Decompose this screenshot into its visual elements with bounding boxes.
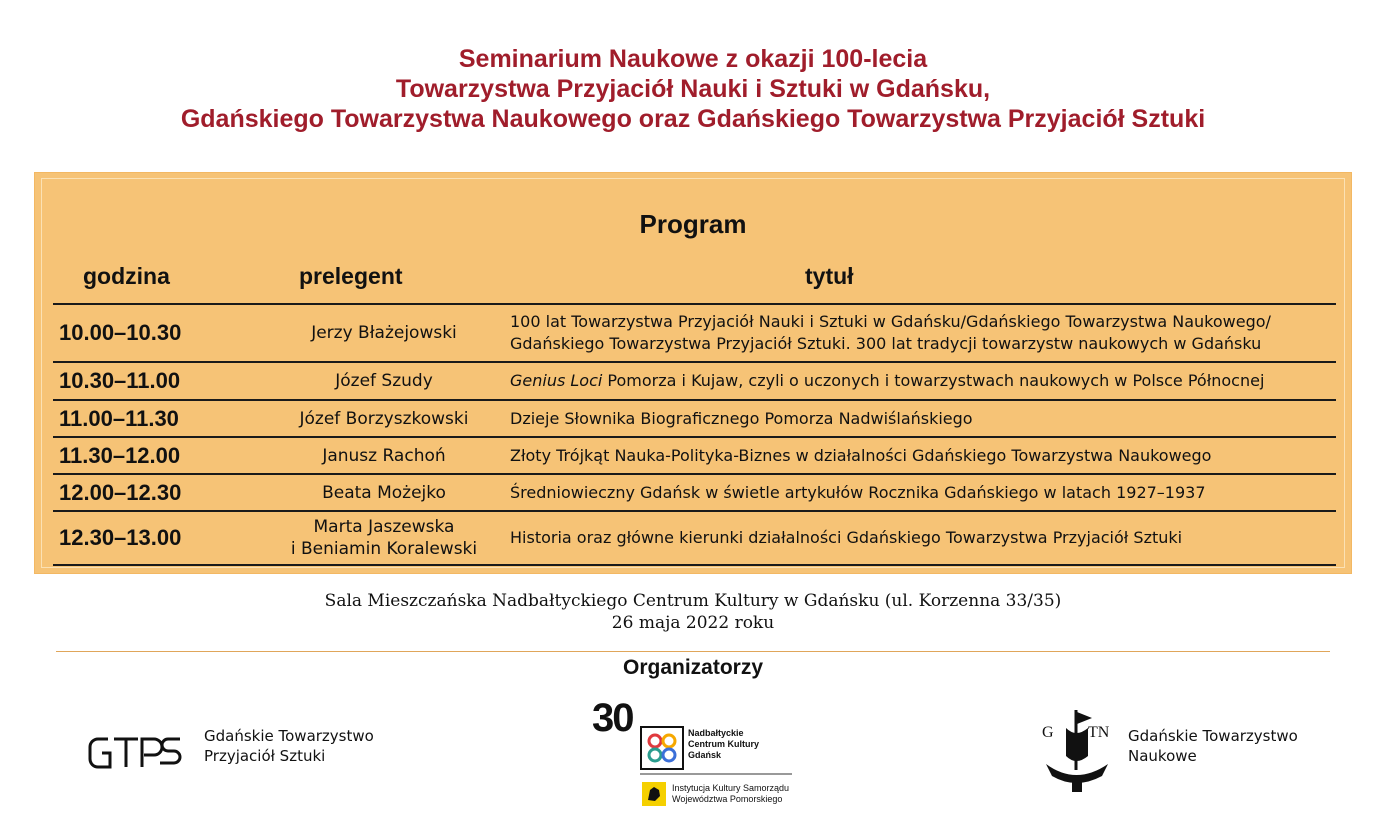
row-title: Historia oraz główne kierunki działalnoś… (510, 528, 1183, 547)
gtps-name-line-1: Gdańskie Towarzystwo (204, 727, 374, 745)
row-speaker: Józef Szudy (335, 371, 433, 391)
row-title: Złoty Trójkąt Nauka-Polityka-Biznes w dz… (510, 445, 1212, 465)
gtn-name: Gdańskie Towarzystwo Naukowe (1128, 726, 1298, 766)
row-title: 100 lat Towarzystwa Przyjaciół Nauki i S… (504, 311, 1336, 355)
program-row: 12.30–13.00 Marta Jaszewska i Beniamin K… (53, 510, 1336, 566)
nck-emblem-icon (640, 726, 684, 770)
row-time: 10.30–11.00 (59, 368, 181, 393)
row-time: 10.00–10.30 (59, 320, 182, 345)
nck-institution: Instytucja Kultury Samorządu Województwa… (672, 783, 789, 805)
nck-name-line-3: Gdańsk (688, 750, 722, 760)
row-speaker: Jerzy Błażejowski (311, 323, 457, 343)
row-title-line-2: Gdańskiego Towarzystwa Przyjaciół Sztuki… (510, 334, 1262, 353)
row-title-italic: Genius Loci (510, 371, 603, 390)
program-title: Program (639, 209, 747, 239)
row-speaker-line-1: Marta Jaszewska (313, 517, 455, 537)
section-divider (56, 651, 1330, 652)
nck-institution-line-1: Instytucja Kultury Samorządu (672, 783, 790, 793)
gtn-logo: G TN (1042, 704, 1112, 796)
row-title: Dzieje Słownika Biograficznego Pomorza N… (510, 408, 973, 428)
program-row: 10.00–10.30 Jerzy Błażejowski 100 lat To… (53, 303, 1336, 361)
venue-info: Sala Mieszczańska Nadbałtyckiego Centrum… (0, 590, 1386, 634)
program-table: 10.00–10.30 Jerzy Błażejowski 100 lat To… (53, 303, 1336, 566)
gtps-logo-icon (88, 737, 182, 769)
column-header-time: godzina (83, 263, 170, 289)
row-title-line-1: 100 lat Towarzystwa Przyjaciół Nauki i S… (510, 312, 1271, 331)
gtn-name-line-1: Gdańskie Towarzystwo (1128, 727, 1298, 745)
ship-icon (1046, 710, 1108, 792)
row-speaker: Józef Borzyszkowski (299, 408, 469, 429)
seminar-header: Seminarium Naukowe z okazji 100-lecia To… (0, 44, 1386, 134)
row-title-text: Pomorza i Kujaw, czyli o uczonych i towa… (602, 371, 1265, 390)
column-header-title: tytuł (805, 263, 854, 289)
row-time: 12.30–13.00 (59, 525, 182, 550)
nck-anniversary-30: 30 (592, 696, 634, 740)
row-title: Genius Loci Pomorza i Kujaw, czyli o ucz… (504, 370, 1336, 392)
row-speaker: Beata Możejko (322, 482, 446, 503)
program-panel: Program godzina prelegent tytuł 10.00–10… (34, 172, 1352, 574)
program-row: 10.30–11.00 Józef Szudy Genius Loci Pomo… (53, 361, 1336, 399)
gtn-name-line-2: Naukowe (1128, 747, 1197, 765)
event-date: 26 maja 2022 roku (611, 613, 775, 633)
row-speaker: Marta Jaszewska i Beniamin Koralewski (264, 516, 504, 560)
program-row: 11.00–11.30 Józef Borzyszkowski Dzieje S… (53, 399, 1336, 436)
nck-name-line-1: Nadbałtyckie (688, 728, 744, 738)
header-line-3: Gdańskiego Towarzystwa Naukowego oraz Gd… (180, 105, 1206, 133)
gtps-logo (88, 733, 188, 773)
program-row: 11.30–12.00 Janusz Rachoń Złoty Trójkąt … (53, 436, 1336, 473)
gtn-logo-letter-g: G (1042, 724, 1054, 741)
header-line-1: Seminarium Naukowe z okazji 100-lecia (458, 45, 928, 73)
nck-divider (640, 773, 792, 775)
header-line-2: Towarzystwa Przyjaciół Nauki i Sztuki w … (395, 75, 991, 103)
program-row: 12.00–12.30 Beata Możejko Średniowieczny… (53, 473, 1336, 510)
row-time: 11.30–12.00 (59, 442, 181, 468)
row-title: Średniowieczny Gdańsk w świetle artykułó… (510, 482, 1206, 502)
organizers-title: Organizatorzy (622, 656, 764, 679)
gtps-name-line-2: Przyjaciół Sztuki (204, 747, 326, 765)
row-time: 12.00–12.30 (59, 479, 182, 505)
nck-name: Nadbałtyckie Centrum Kultury Gdańsk (688, 728, 759, 761)
nck-logo: 30 Nadbałtyckie Centrum Kultury Gdańsk I… (590, 696, 800, 812)
pomorskie-crest-icon (642, 782, 666, 806)
gtn-logo-letters-tn: TN (1088, 724, 1110, 741)
nck-name-line-2: Centrum Kultury (688, 739, 760, 749)
row-speaker: Janusz Rachoń (322, 445, 446, 466)
column-header-speaker: prelegent (299, 263, 403, 289)
nck-institution-line-2: Województwa Pomorskiego (672, 794, 783, 804)
venue-line: Sala Mieszczańska Nadbałtyckiego Centrum… (324, 591, 1062, 611)
row-time: 11.00–11.30 (59, 405, 179, 431)
row-speaker-line-2: i Beniamin Koralewski (290, 539, 478, 559)
gtps-name: Gdańskie Towarzystwo Przyjaciół Sztuki (204, 726, 374, 766)
